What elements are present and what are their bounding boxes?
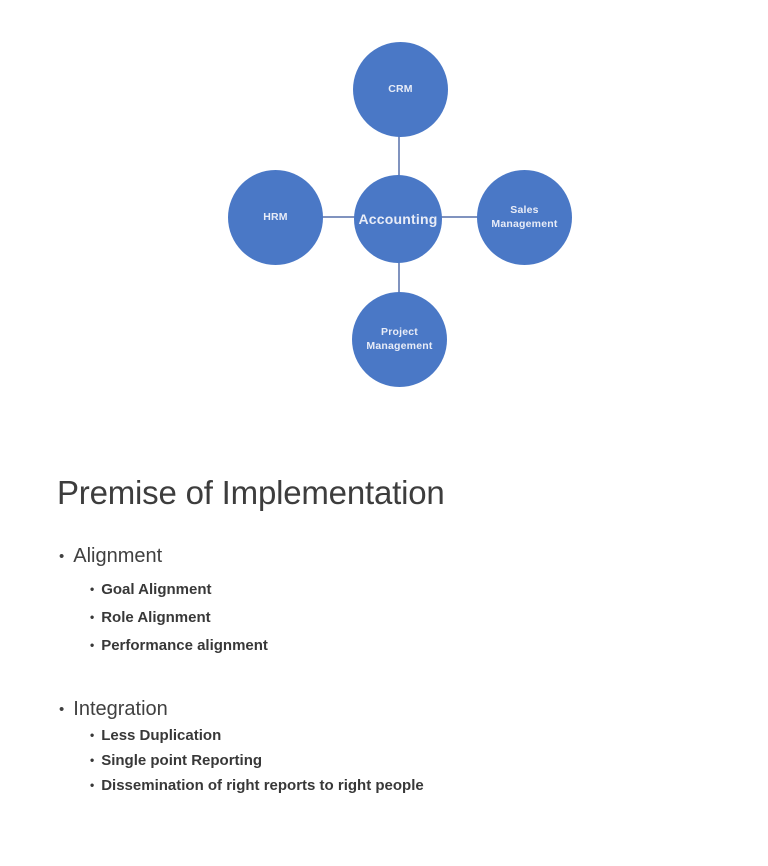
node-label-sales-management: Sales Management [491, 203, 558, 230]
slide-title: Premise of Implementation [57, 474, 445, 511]
bullet-item-less-duplication: • Less Duplication [90, 726, 221, 746]
node-label-project-management: Project Management [366, 325, 433, 352]
bullet-label: Role Alignment [101, 609, 211, 626]
bullet-icon: • [90, 610, 95, 624]
connector-bottom [398, 261, 400, 294]
connector-right [441, 216, 478, 218]
connector-left [319, 216, 355, 218]
bullet-icon: • [90, 728, 95, 742]
bullet-item-dissemination: • Dissemination of right reports to righ… [90, 776, 424, 796]
node-label-hrm: HRM [263, 210, 288, 223]
node-label-crm: CRM [388, 82, 413, 95]
bullet-label: Alignment [73, 545, 163, 567]
diagram-node-project-management: Project Management [352, 292, 447, 387]
diagram-node-sales-management: Sales Management [477, 170, 572, 265]
bullet-icon: • [90, 638, 95, 652]
bullet-label: Integration [73, 698, 168, 720]
bullet-item-single-point-reporting: • Single point Reporting [90, 751, 262, 771]
diagram-node-crm: CRM [353, 42, 448, 137]
diagram-node-hrm: HRM [228, 170, 323, 265]
bullet-item-role-alignment: • Role Alignment [90, 608, 211, 628]
bullet-icon: • [90, 778, 95, 792]
bullet-icon: • [59, 548, 65, 565]
bullet-label: Goal Alignment [101, 581, 212, 598]
bullet-item-performance-alignment: • Performance alignment [90, 636, 268, 656]
node-label-accounting: Accounting [358, 210, 438, 227]
bullet-icon: • [59, 701, 65, 718]
bullet-item-alignment: • Alignment [59, 544, 162, 570]
bullet-label: Performance alignment [101, 637, 268, 654]
connector-top [398, 136, 400, 177]
bullet-item-goal-alignment: • Goal Alignment [90, 580, 211, 600]
diagram-node-accounting: Accounting [354, 175, 442, 263]
bullet-item-integration: • Integration [59, 697, 168, 723]
bullet-label: Single point Reporting [101, 752, 263, 769]
bullet-label: Dissemination of right reports to right … [101, 777, 424, 794]
bullet-icon: • [90, 582, 95, 596]
bullet-label: Less Duplication [101, 727, 222, 744]
bullet-icon: • [90, 753, 95, 767]
